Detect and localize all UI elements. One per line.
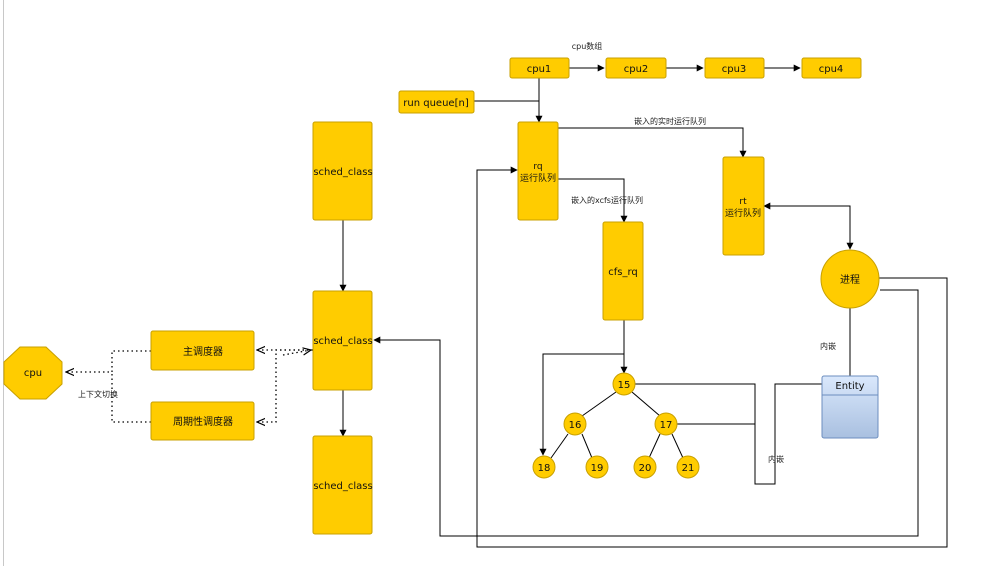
edge-15-18-leftmost <box>539 353 624 456</box>
octagon-cpu-icon[interactable] <box>3 346 63 400</box>
process-node[interactable] <box>820 249 880 309</box>
tree-label-16: 16 <box>569 420 582 431</box>
cfs-rq-node[interactable] <box>602 221 644 321</box>
edge-rq-cfsrq <box>558 178 628 223</box>
cpu2-node[interactable] <box>605 57 667 79</box>
sched-class-bot-label: sched_class <box>313 481 372 492</box>
edge-15-16 <box>581 391 617 417</box>
cpu3-label: cpu3 <box>722 64 747 75</box>
cpu4-node[interactable] <box>801 57 862 79</box>
edge-label-embedded-cfs: 嵌入的xcfs运行队列 <box>571 195 643 205</box>
rq-label-line2: 运行队列 <box>520 172 556 184</box>
rt-node[interactable] <box>722 156 765 256</box>
process-label: 进程 <box>840 274 860 286</box>
main-scheduler-node[interactable] <box>150 330 255 371</box>
edge-labels: 嵌入的实时运行队列 嵌入的xcfs运行队列 内嵌 内嵌 上下文切换 <box>78 116 836 464</box>
tree-label-18: 18 <box>538 463 551 474</box>
rq-label-line1: rq <box>533 162 542 172</box>
rq-node[interactable] <box>517 121 559 221</box>
rt-label-line2: 运行队列 <box>725 207 761 219</box>
cpu3-node[interactable] <box>704 57 765 79</box>
edge-rt-process <box>763 202 854 250</box>
tree-label-20: 20 <box>639 463 652 474</box>
tree-label-15: 15 <box>618 380 631 391</box>
sched-class-bot-node[interactable] <box>312 435 373 535</box>
edge-process-rq <box>476 166 948 548</box>
edge-rq-rt <box>558 127 747 158</box>
page-left-border <box>3 0 4 566</box>
run-queue-label: run queue[n] <box>403 98 469 109</box>
tree-node-17[interactable] <box>654 412 678 436</box>
edge-15-entity <box>634 383 822 485</box>
tree-label-19: 19 <box>591 463 604 474</box>
tree-label-21: 21 <box>682 463 695 474</box>
node-labels: cpu1 cpu2 cpu3 cpu4 run queue[n] rq 运行队列… <box>24 41 860 492</box>
edge-label-embedded-2: 内嵌 <box>768 454 784 464</box>
tree-node-18[interactable] <box>532 455 556 479</box>
periodic-scheduler-label: 周期性调度器 <box>173 415 233 428</box>
tree-node-15[interactable] <box>612 372 636 396</box>
edge-process-schedclass <box>373 289 919 537</box>
cpu1-node[interactable] <box>509 57 570 79</box>
edge-17-20 <box>648 433 661 459</box>
sched-class-top-label: sched_class <box>313 167 372 178</box>
main-scheduler-label: 主调度器 <box>183 345 223 358</box>
cpu2-label: cpu2 <box>624 64 649 75</box>
sched-class-top-node[interactable] <box>312 121 373 221</box>
edge-periodic-to-schedmid <box>282 350 311 356</box>
edge-schedmid-to-periodic <box>257 349 313 422</box>
sched-class-mid-node[interactable] <box>312 290 373 391</box>
tree-node-19[interactable] <box>585 455 609 479</box>
tree-node-21[interactable] <box>676 455 700 479</box>
edges <box>339 64 948 548</box>
cpu1-label: cpu1 <box>527 64 552 75</box>
edge-16-18 <box>550 433 569 459</box>
periodic-scheduler-node[interactable] <box>150 401 255 441</box>
edge-label-embedded-rt: 嵌入的实时运行队列 <box>634 116 706 126</box>
cfs-rq-label: cfs_rq <box>608 267 638 278</box>
cpu-label: cpu <box>24 368 42 379</box>
edge-15-17 <box>631 391 661 417</box>
sched-class-mid-label: sched_class <box>313 336 372 347</box>
entity-label: Entity <box>835 381 864 392</box>
tree-node-20[interactable] <box>633 455 657 479</box>
entity-node[interactable]: Entity <box>821 375 879 439</box>
cpu4-label: cpu4 <box>819 64 844 75</box>
tree-label-17: 17 <box>660 420 673 431</box>
edge-label-embedded-1: 内嵌 <box>820 341 836 351</box>
edge-main-to-cpu <box>66 350 151 372</box>
edge-label-context-switch: 上下文切换 <box>78 389 118 399</box>
nodes <box>3 57 880 535</box>
rt-label-line1: rt <box>739 197 747 207</box>
edge-16-19 <box>581 433 593 459</box>
tree-node-16[interactable] <box>563 412 587 436</box>
edge-17-21 <box>671 433 684 459</box>
dotted-edges <box>66 350 313 422</box>
cpu-array-label: cpu数组 <box>572 41 603 51</box>
edge-periodic-to-cpu <box>111 372 151 423</box>
run-queue-node[interactable] <box>398 90 475 114</box>
